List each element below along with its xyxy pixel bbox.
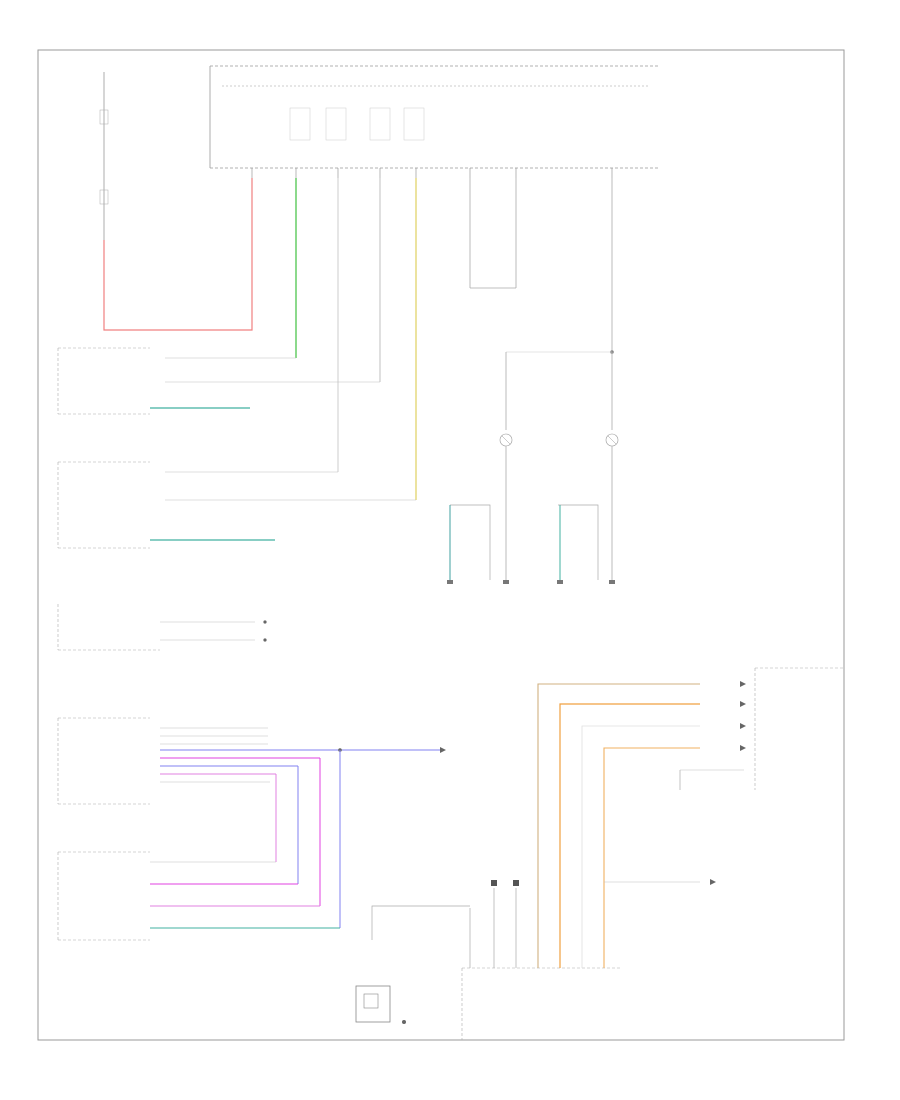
- left-front-lamp-assembly: [57, 347, 150, 415]
- lamp-bulb-left-front: [605, 433, 619, 447]
- cluster: [461, 967, 620, 1040]
- splice-top: [469, 178, 517, 289]
- cluster-connector-pins: [491, 880, 519, 886]
- frame-border: [37, 49, 845, 1041]
- headlamp-switch: [754, 667, 844, 790]
- multifunction-switch: [57, 851, 150, 941]
- tipm-module: [209, 65, 660, 178]
- small-device: [355, 985, 406, 1024]
- ac-heater-control: [57, 717, 150, 805]
- ground-symbols-mid: [447, 580, 615, 584]
- lamp-bulb-right-front: [499, 433, 513, 447]
- right-front-lamp-assembly: [57, 461, 150, 549]
- red-wire: [103, 178, 253, 331]
- steering-control-module: [57, 604, 267, 651]
